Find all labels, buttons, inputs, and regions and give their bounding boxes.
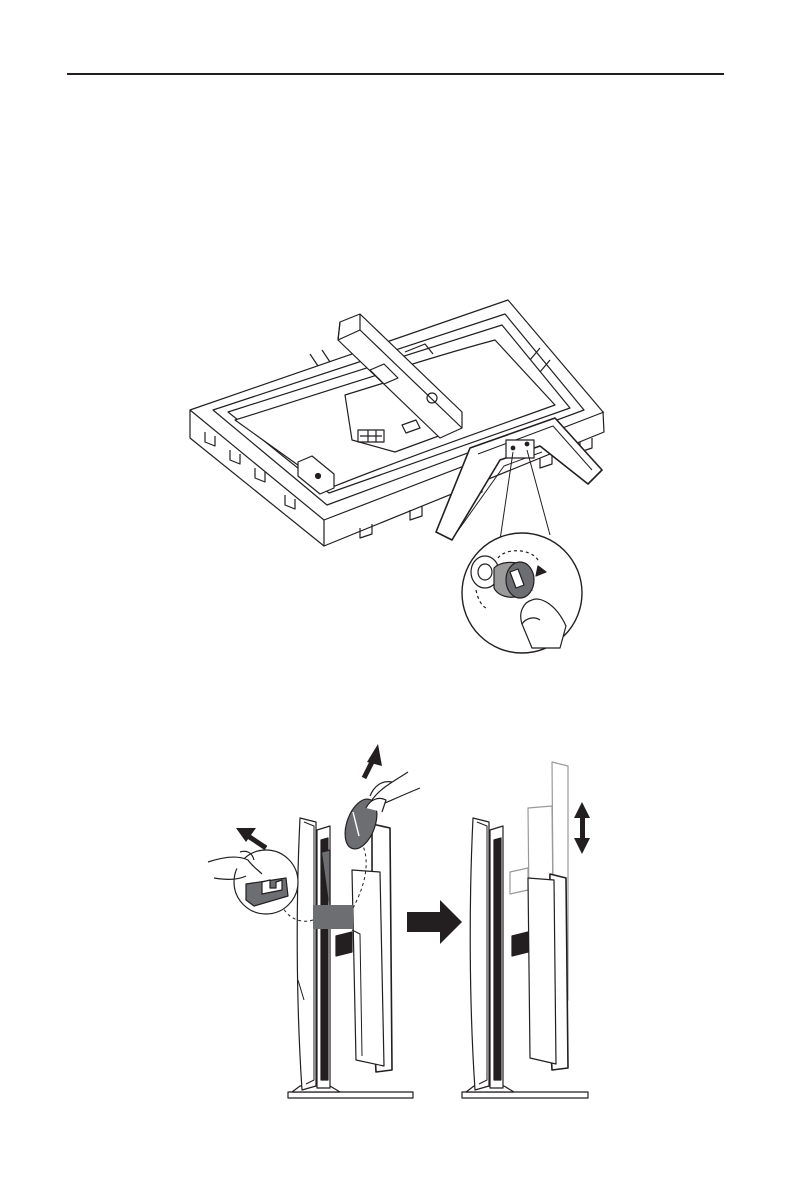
figure-monitor-on-foam: [190, 300, 604, 653]
figure-height-adjust: [462, 762, 588, 1098]
monitor-panel-left: [297, 818, 316, 1090]
pin-callout-left: [208, 850, 298, 914]
arrow-up-left-icon: [248, 836, 266, 848]
arrow-right-icon: [407, 900, 462, 944]
screw-callout: [462, 533, 582, 653]
monitor-body-left: [322, 824, 392, 1072]
figure-pin-removal: [208, 744, 420, 1098]
arrow-up-down-icon: [574, 802, 590, 854]
locking-pin: [313, 905, 353, 929]
